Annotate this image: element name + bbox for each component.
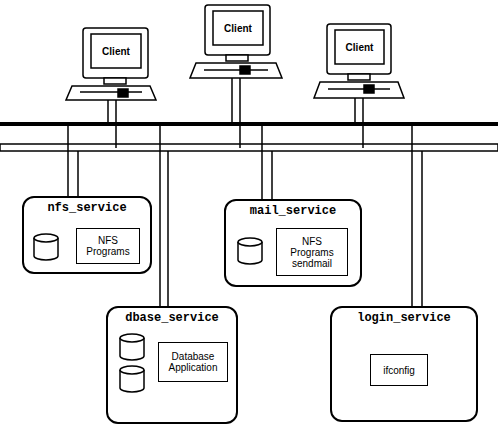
client-screen: Client — [91, 34, 141, 68]
program-box: ifconfig — [370, 354, 428, 386]
program-box: NFS Programs — [76, 228, 140, 264]
service-name: nfs_service — [24, 201, 150, 215]
service-box: dbase_serviceDatabase Application — [106, 306, 238, 424]
service-box: login_service ifconfig — [330, 306, 478, 422]
client-label: Client — [224, 23, 252, 34]
program-name: NFS Programs — [77, 233, 139, 259]
service-name: mail_service — [226, 204, 360, 218]
service-box: mail_serviceNFS Programs sendmail — [224, 199, 362, 287]
disk-symbol — [120, 334, 144, 360]
client-label: Client — [346, 42, 374, 53]
service-name: dbase_service — [108, 311, 236, 325]
client-screen: Client — [213, 11, 263, 45]
program-box: Database Application — [158, 342, 228, 382]
disk-symbol — [238, 238, 262, 264]
disk-symbol — [34, 234, 58, 260]
client-screen: Client — [335, 30, 384, 64]
network-bus — [0, 144, 498, 151]
program-name: Database Application — [159, 349, 227, 375]
program-box: NFS Programs sendmail — [276, 228, 348, 276]
program-name: NFS Programs sendmail — [277, 234, 347, 271]
client-computer — [190, 5, 282, 78]
client-computer — [314, 24, 404, 98]
client-label: Client — [102, 46, 130, 57]
service-name: login_service — [332, 311, 476, 325]
service-box: nfs_serviceNFS Programs — [22, 196, 152, 274]
network-bus — [0, 122, 498, 126]
disk-symbol — [120, 366, 144, 392]
program-name: ifconfig — [381, 363, 417, 378]
client-computer — [66, 28, 156, 100]
